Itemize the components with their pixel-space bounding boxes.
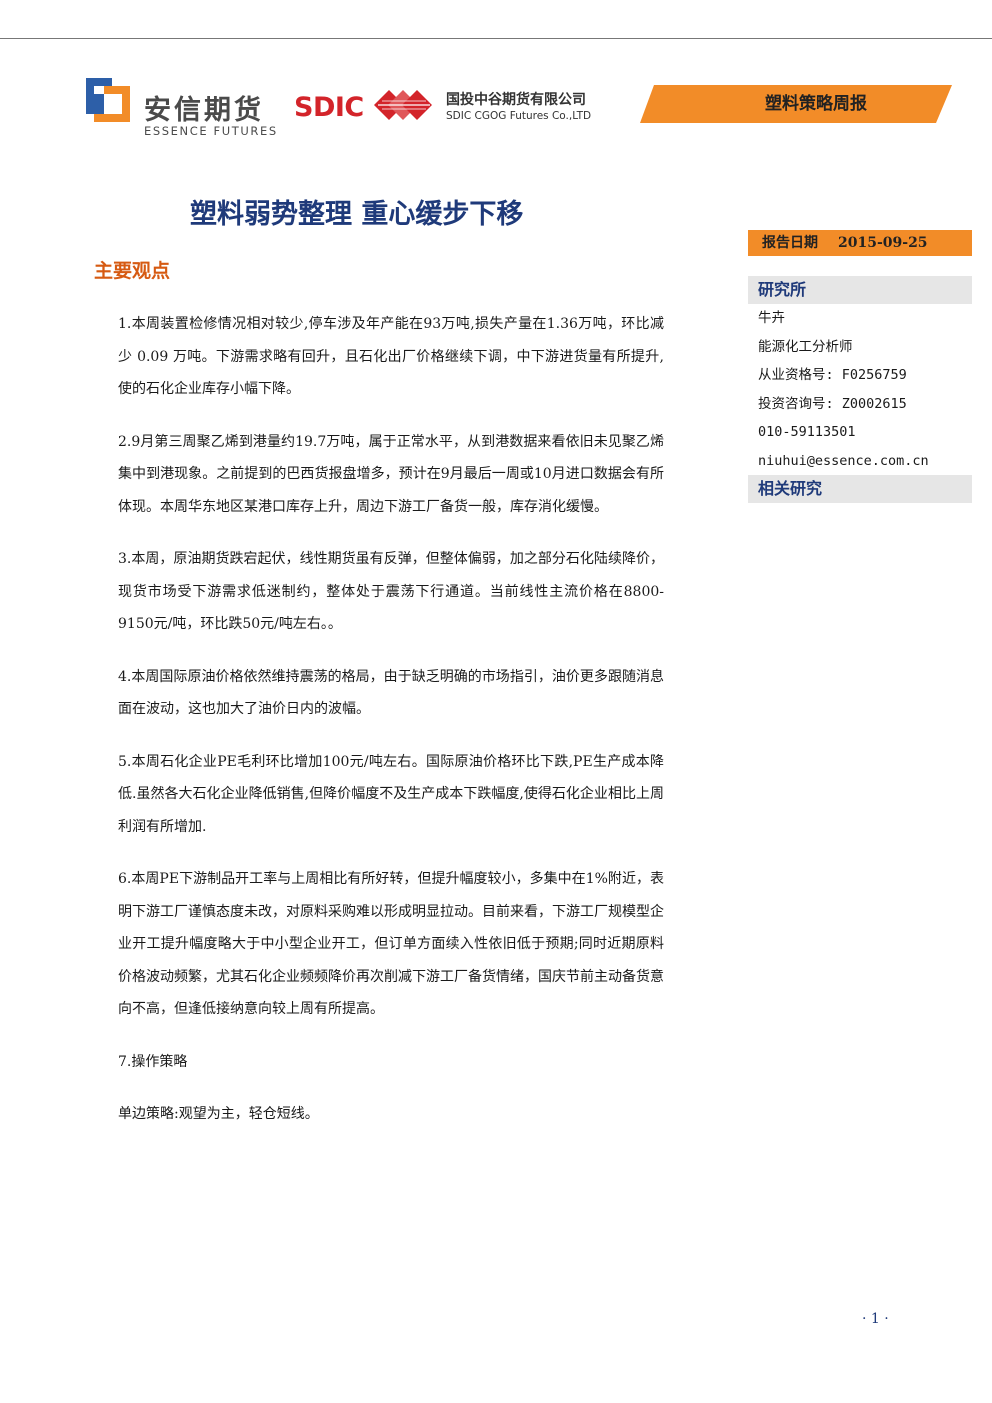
phone-number: 010-59113501 [758, 424, 856, 440]
essence-logo-en: ESSENCE FUTURES [144, 124, 278, 138]
paragraph-3: 3.本周，原油期货跌宕起伏，线性期货虽有反弹，但整体偏弱，加之部分石化陆续降价，… [118, 551, 664, 632]
date-label: 报告日期 [762, 235, 818, 251]
sdic-name-cn: 国投中谷期货有限公司 [446, 92, 586, 108]
report-date-box: 报告日期 2015-09-25 [748, 230, 972, 256]
date-value: 2015-09-25 [838, 235, 928, 251]
paragraph-1: 1.本周装置检修情况相对较少,停车涉及年产能在93万吨,损失产量在1.36万吨，… [118, 316, 664, 397]
paragraph-2: 2.9月第三周聚乙烯到港量约19.7万吨，属于正常水平，从到港数据来看依旧未见聚… [118, 433, 664, 515]
sdic-wordmark: SDIC [294, 92, 364, 123]
paragraph-5: 5.本周石化企业PE毛利环比增加100元/吨左右。国际原油价格环比下跌,PE生产… [118, 753, 664, 835]
report-type-banner: 塑料策略周报 [640, 85, 952, 123]
sidebar: 报告日期 2015-09-25 研究所 牛卉 能源化工分析师 从业资格号: F02… [748, 230, 972, 503]
institute-heading: 研究所 [748, 276, 972, 304]
analyst-title: 能源化工分析师 [758, 338, 853, 355]
main-points: 1.本周装置检修情况相对较少,停车涉及年产能在93万吨,损失产量在1.36万吨，… [118, 308, 664, 1151]
essence-futures-logo: 安信期货 ESSENCE FUTURES [86, 78, 276, 140]
sdic-diamond-icon [374, 90, 432, 120]
qualification-number: 从业资格号: F0256759 [758, 367, 907, 383]
section-title: 主要观点 [94, 260, 171, 282]
page-number: · 1 · [862, 1311, 889, 1327]
consulting-number: 投资咨询号: Z0002615 [758, 395, 907, 412]
paragraph-8: 单边策略:观望为主，轻仓短线。 [118, 1106, 319, 1122]
analyst-name: 牛卉 [758, 310, 785, 326]
banner-label: 塑料策略周报 [765, 94, 867, 114]
sdic-name-en: SDIC CGOG Futures Co.,LTD [446, 110, 592, 122]
banner-shape [640, 85, 952, 123]
paragraph-6: 6.本周PE下游制品开工率与上周相比有所好转，但提升幅度较小，多集中在1%附近，… [118, 871, 664, 1017]
header-rule [0, 38, 992, 39]
related-research-heading: 相关研究 [748, 475, 972, 503]
paragraph-7: 7.操作策略 [118, 1053, 188, 1070]
sdic-logo: SDIC 国投中谷期货有限公司 SDIC CGOG Futures Co.,LT… [294, 88, 624, 128]
page-title: 塑料弱势整理 重心缓步下移 [190, 199, 524, 230]
paragraph-4: 4.本周国际原油价格依然维持震荡的格局，由于缺乏明确的市场指引，油价更多跟随消息… [118, 668, 664, 718]
email-link[interactable]: niuhui@essence.com.cn [758, 452, 929, 469]
essence-logo-icon [86, 78, 130, 122]
essence-logo-cn: 安信期货 [144, 95, 264, 126]
